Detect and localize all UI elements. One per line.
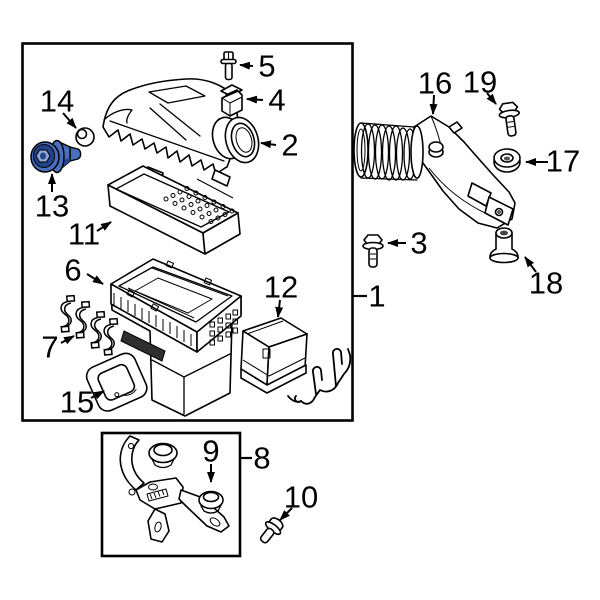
bracket-group-box	[100, 431, 242, 558]
callout-5: 5	[239, 49, 276, 84]
air-sensor-drawing	[220, 84, 243, 117]
callout-17: 17	[525, 144, 580, 179]
callout-17-label: 17	[546, 144, 580, 179]
air-filter-drawing	[107, 165, 241, 255]
callout-3: 3	[387, 226, 428, 261]
callout-5-label: 5	[258, 49, 275, 84]
cover-bolt-drawing	[220, 51, 237, 81]
callout-4-label: 4	[268, 83, 285, 118]
callout-10: 10	[279, 480, 318, 521]
callout-1: 1	[353, 279, 386, 314]
resonator-drawing	[240, 317, 352, 405]
callout-12: 12	[264, 270, 298, 318]
lower-housing-drawing	[110, 258, 242, 417]
callout-9-label: 9	[202, 434, 219, 469]
filter-media-dots	[163, 186, 235, 224]
housing-vent-holes	[209, 309, 238, 346]
grommet-9-drawing	[198, 490, 224, 514]
callout-11: 11	[68, 217, 112, 252]
inlet-duct-drawing	[85, 352, 148, 412]
callout-9: 9	[202, 434, 220, 483]
callout-2-label: 2	[281, 128, 298, 163]
callout-19-label: 19	[463, 65, 497, 100]
bracket-bolt-3-drawing	[362, 234, 384, 268]
callout-10-label: 10	[284, 480, 318, 515]
callout-16: 16	[418, 66, 452, 115]
callout-14: 14	[40, 84, 77, 129]
callout-3-label: 3	[410, 226, 427, 261]
callout-18: 18	[524, 256, 563, 301]
callout-12-label: 12	[264, 270, 298, 305]
callouts: 1 2 3 4 5 6 7 8	[35, 49, 580, 521]
callout-7-label: 7	[41, 330, 58, 365]
resonator-wire-bracket	[287, 348, 352, 405]
callout-13: 13	[35, 173, 69, 224]
main-assembly-box	[21, 42, 354, 422]
spring-clips-drawing	[60, 294, 119, 356]
grommet-17-drawing	[493, 148, 521, 173]
callout-13-label: 13	[35, 189, 69, 224]
bracket-grommet-upper-drawing	[148, 442, 178, 469]
callout-7: 7	[41, 330, 75, 365]
callout-2: 2	[260, 128, 299, 163]
callout-6: 6	[64, 253, 104, 288]
callout-6-label: 6	[64, 253, 81, 288]
callout-19: 19	[463, 65, 497, 105]
bracket-bolt-10-drawing	[259, 517, 284, 544]
callout-16-label: 16	[418, 66, 452, 101]
insulator-18-drawing	[489, 227, 519, 264]
callout-15: 15	[60, 385, 105, 420]
highlighted-insulator-drawing	[30, 139, 82, 174]
small-grommet-drawing	[75, 127, 95, 147]
callout-4: 4	[246, 83, 286, 118]
callout-1-label: 1	[368, 279, 385, 314]
intake-tube-drawing	[353, 115, 516, 229]
callout-8: 8	[240, 441, 271, 476]
air-cleaner-cover-drawing	[102, 78, 260, 187]
callout-11-label: 11	[68, 217, 100, 252]
callout-18-label: 18	[529, 266, 563, 301]
bracket-bolt-19-drawing	[498, 101, 520, 137]
callout-8-label: 8	[253, 441, 270, 476]
callout-14-label: 14	[40, 84, 74, 119]
callout-15-label: 15	[60, 385, 94, 420]
